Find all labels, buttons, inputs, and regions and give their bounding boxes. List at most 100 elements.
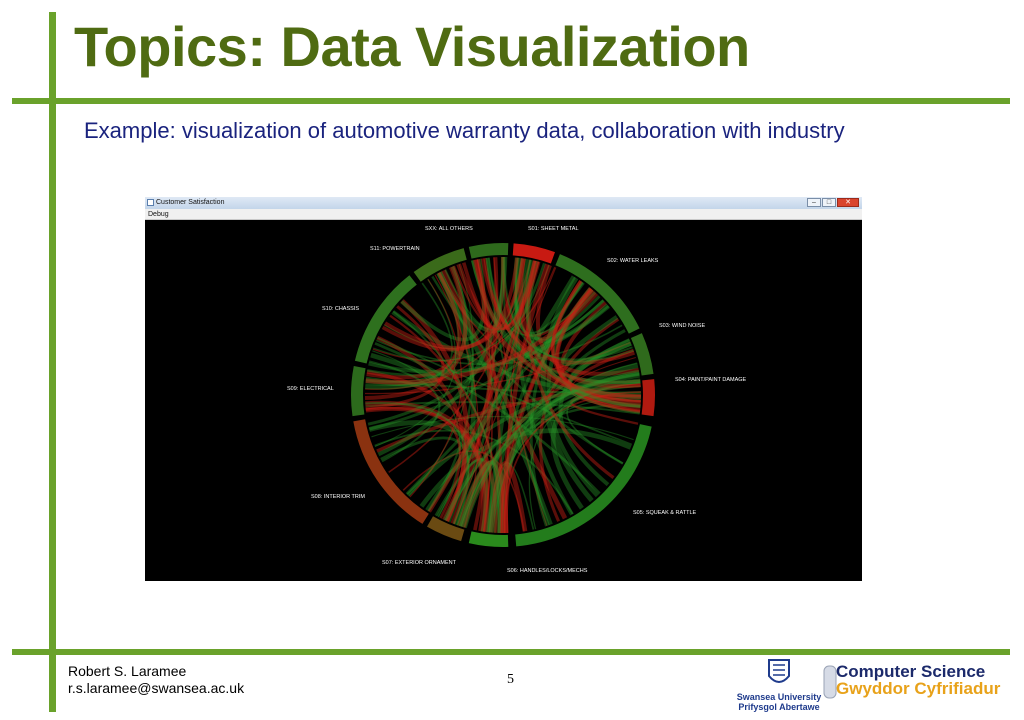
bottom-divider [12,649,1010,655]
chord-link [551,280,641,388]
chord-link [485,259,532,533]
chord-label: SXX: ALL OTHERS [425,226,473,232]
chord-link [388,258,523,473]
chord-link [365,400,490,533]
chord-link [437,260,538,333]
embedded-screenshot: Customer Satisfaction – □ ✕ Debug S01: S… [145,197,862,581]
chord-link [408,264,474,497]
chord-link [492,397,642,533]
chord-link [488,281,584,533]
chord-label: S11: POWERTRAIN [370,246,420,252]
chord-link [461,256,505,330]
chord-link [506,259,531,533]
chord-link [431,275,624,465]
chord-link [555,288,641,413]
bullet-text: Example: visualization of automotive war… [84,118,845,143]
chord-link [524,259,641,408]
chord-link [480,258,635,365]
chord-link [383,256,504,350]
chord-link [554,288,641,406]
chord-link [384,258,526,350]
close-icon[interactable]: ✕ [837,198,859,207]
minimize-icon[interactable]: – [807,198,821,207]
ring-segment [427,516,465,542]
swansea-university-logo: Swansea University Prifysgol Abertawe [733,656,825,716]
chord-link [518,258,641,410]
chord-link [504,287,592,534]
chord-link [445,362,638,522]
chord-link [570,357,641,412]
chord-link [477,258,504,534]
chord-label: S07: EXTERIOR ORNAMENT [382,560,457,566]
chord-link [366,299,605,377]
chord-link [487,257,594,337]
chord-link [381,257,519,352]
menu-item-debug[interactable]: Debug [148,211,169,218]
chord-link [456,263,642,400]
computer-science-logo: Computer Science Gwyddor Cyfrifiadur [822,662,1002,702]
chord-link [529,281,584,527]
chord-link [372,350,461,518]
chord-label: S09: ELECTRICAL [287,386,334,392]
chord-link [462,372,640,529]
chord-link [372,266,556,362]
chord-link [499,329,626,534]
chord-link [406,371,640,497]
chord-link [425,275,576,512]
chord-link [436,457,489,532]
ring-segment [468,243,509,259]
chord-link [461,461,491,532]
chord-link [427,260,537,513]
chord-link [368,360,441,463]
chord-link [460,369,640,528]
university-crest-icon [768,659,790,683]
chord-link [442,261,541,520]
chord-link [501,263,550,534]
chord-link [405,291,597,496]
chord-link [368,420,489,532]
ring-segment [413,248,467,282]
chord-link [365,273,460,383]
ring-segment [354,275,417,364]
university-name-welsh: Prifysgol Abertawe [738,702,820,712]
chord-link [471,259,641,384]
chord-label: S02: WATER LEAKS [607,258,659,264]
chord-link [365,401,470,526]
department-name: Computer Science [836,662,986,681]
chord-link [374,342,601,495]
chord-link [365,352,438,387]
chord-link [427,265,475,512]
left-accent-bar [49,12,56,712]
chord-link [485,257,550,526]
chord-link [365,265,468,390]
chord-link [503,256,633,361]
window-titlebar: Customer Satisfaction – □ ✕ [145,197,862,209]
chord-link [375,324,623,366]
chord-link [402,450,525,532]
maximize-icon[interactable]: □ [822,198,836,207]
chord-link [409,278,463,498]
chord-link [419,428,632,508]
chord-link [436,272,553,526]
chord-link [488,362,639,533]
chord-link [528,382,641,530]
chord-link [377,337,633,446]
chord-link [567,341,641,408]
chord-link [373,264,550,361]
chord-link [470,260,641,414]
chord-link [365,376,642,394]
chord-link [483,258,641,384]
chord-link [456,459,509,534]
university-name: Swansea University [736,692,822,702]
chord-link [364,341,631,395]
chord-link [365,282,453,387]
chord-link [437,271,476,523]
chord-label: S04: PAINT/PAINT DAMAGE [675,377,747,383]
ring-segment [468,531,509,547]
chord-label: S05: SQUEAK & RATTLE [633,510,697,516]
chord-link [444,256,503,521]
department-logo-icon [823,665,837,699]
chord-link [551,279,641,403]
chord-link [364,266,468,400]
chord-link [535,264,640,376]
